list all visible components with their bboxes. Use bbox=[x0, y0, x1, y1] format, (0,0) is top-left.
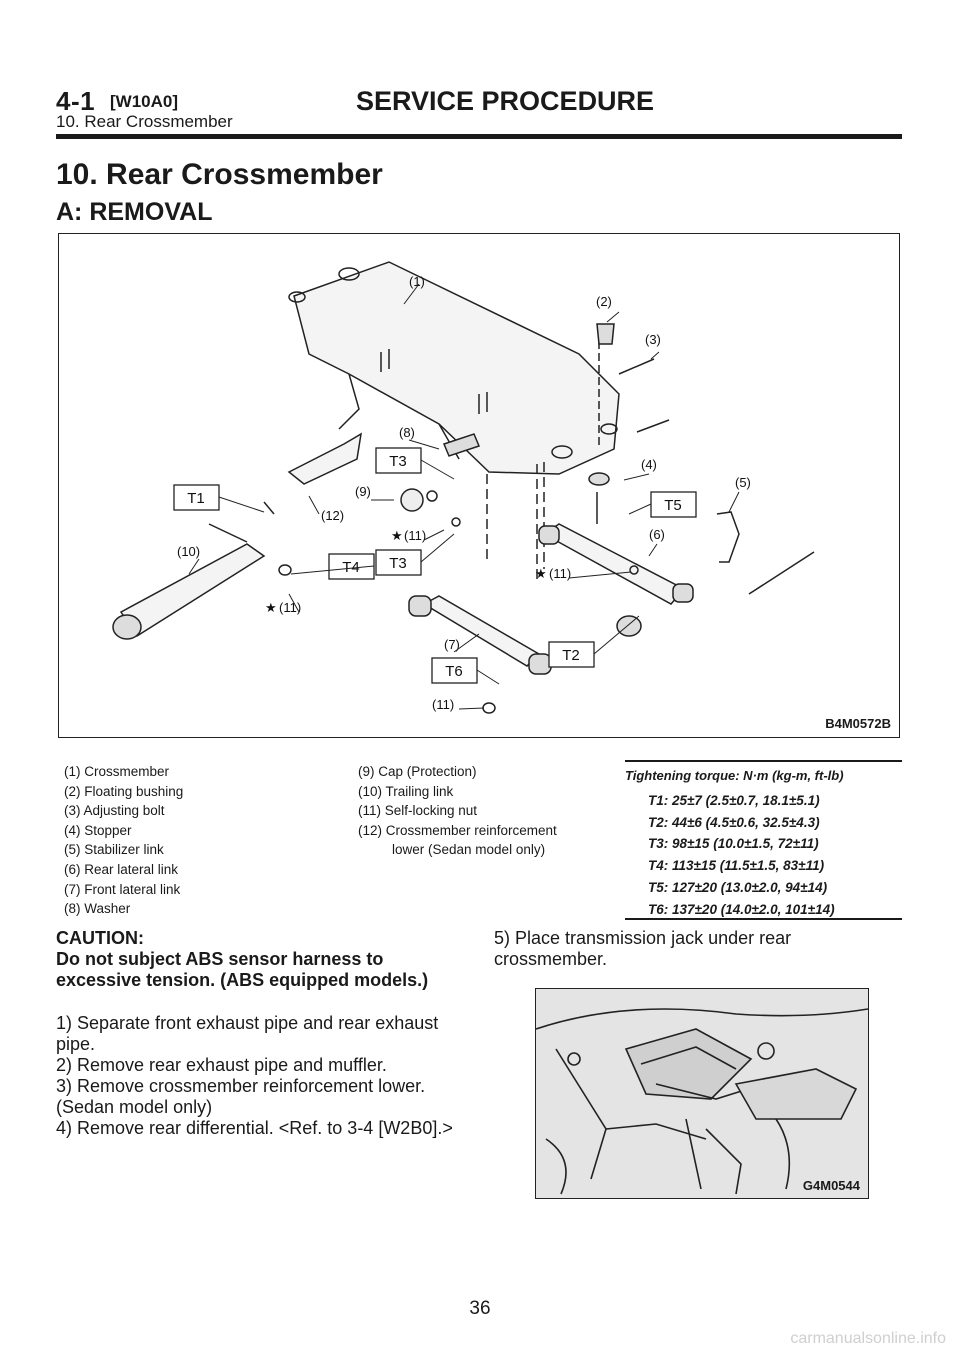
torque-tag-t3: T3 bbox=[389, 453, 407, 470]
step-1: 1) Separate front exhaust pipe and rear … bbox=[56, 1013, 439, 1054]
callout-10: (10) bbox=[177, 544, 200, 559]
legend-item: (10) Trailing link bbox=[358, 783, 454, 799]
legend-item: (5) Stabilizer link bbox=[64, 842, 164, 858]
torque-tag-t2: T2 bbox=[562, 647, 580, 664]
header-subtitle: 10. Rear Crossmember bbox=[56, 112, 233, 131]
legend-item: lower (Sedan model only) bbox=[392, 842, 546, 858]
legend-item: (7) Front lateral link bbox=[64, 881, 181, 897]
callout-3: (3) bbox=[645, 332, 661, 347]
callout-12: (12) bbox=[321, 508, 344, 523]
callout-8: (8) bbox=[399, 425, 415, 440]
legend-item: (8) Washer bbox=[64, 901, 131, 917]
torque-values: T1: 25±7 (2.5±0.7, 18.1±5.1) T2: 44±6 (4… bbox=[648, 790, 835, 920]
header-title: SERVICE PROCEDURE bbox=[356, 86, 655, 116]
legend-item: (6) Rear lateral link bbox=[64, 861, 179, 877]
section-number: 4-1 bbox=[56, 86, 96, 116]
torque-tag-t4: T4 bbox=[342, 559, 360, 576]
callout-2: (2) bbox=[596, 294, 612, 309]
legend-item: (11) Self-locking nut bbox=[358, 803, 478, 819]
torque-value-t5: T5: 127±20 (13.0±2.0, 94±14) bbox=[648, 879, 828, 895]
torque-tag-t5: T5 bbox=[664, 497, 682, 514]
callout-6: (6) bbox=[649, 527, 665, 542]
caution-label: CAUTION: bbox=[56, 928, 144, 948]
sub-heading: A: REMOVAL bbox=[56, 198, 213, 226]
header-rule bbox=[56, 134, 902, 139]
legend-item: (4) Stopper bbox=[64, 822, 132, 838]
torque-heading: Tightening torque: N·m (kg-m, ft-lb) bbox=[625, 768, 844, 783]
callout-11-b: (11) bbox=[404, 528, 426, 543]
caution-note: CAUTION: Do not subject ABS sensor harne… bbox=[56, 928, 466, 991]
legend-item: (1) Crossmember bbox=[64, 764, 170, 779]
step-3: 3) Remove crossmember reinforcement lowe… bbox=[56, 1076, 426, 1117]
star-icon: ★ ★ ★ bbox=[265, 528, 547, 615]
legend-item: (2) Floating bushing bbox=[64, 783, 184, 799]
page-heading: 10. Rear Crossmember bbox=[56, 158, 383, 191]
torque-value-t3: T3: 98±15 (10.0±1.5, 72±11) bbox=[648, 836, 819, 852]
callout-11-c: (11) bbox=[549, 566, 571, 581]
figure2-code: G4M0544 bbox=[800, 1178, 862, 1193]
callout-11: (11) bbox=[279, 600, 301, 615]
svg-text:★: ★ bbox=[535, 566, 547, 581]
torque-value-t4: T4: 113±15 (11.5±1.5, 83±11) bbox=[648, 858, 825, 874]
crossmember-diagram: T1 T2 T3 T3 T4 T5 T6 (1) (2) (3) (4) (5)… bbox=[58, 233, 900, 738]
procedure-steps: 1) Separate front exhaust pipe and rear … bbox=[56, 1013, 466, 1139]
page-number: 36 bbox=[469, 1298, 491, 1319]
torque-tag-t3-lower: T3 bbox=[389, 555, 407, 572]
legend-item: (9) Cap (Protection) bbox=[358, 764, 477, 779]
legend-item: (12) Crossmember reinforcement bbox=[358, 822, 557, 838]
legend-item: (3) Adjusting bolt bbox=[64, 803, 165, 819]
svg-text:★: ★ bbox=[265, 600, 277, 615]
callout-1: (1) bbox=[409, 274, 425, 289]
figure1-code: B4M0572B bbox=[825, 716, 891, 731]
step-5: 5) Place transmission jack under rear cr… bbox=[494, 928, 792, 969]
torque-tag-t6: T6 bbox=[445, 663, 463, 680]
callout-4: (4) bbox=[641, 457, 657, 472]
transmission-jack-drawing bbox=[536, 989, 868, 1198]
crossmember-drawing: T1 T2 T3 T3 T4 T5 T6 (1) (2) (3) (4) (5)… bbox=[112, 261, 815, 714]
legend-column-1: (1) Crossmember (2) Floating bushing (3)… bbox=[64, 762, 183, 919]
callouts: (1) (2) (3) (4) (5) (6) (7) (8) (9) (10)… bbox=[177, 274, 751, 712]
legend-column-2: (9) Cap (Protection) (10) Trailing link … bbox=[358, 762, 557, 860]
torque-value-t2: T2: 44±6 (4.5±0.6, 32.5±4.3) bbox=[648, 814, 820, 830]
callout-7: (7) bbox=[444, 637, 460, 652]
torque-top-rule bbox=[625, 760, 902, 762]
callout-9: (9) bbox=[355, 484, 371, 499]
caution-text: Do not subject ABS sensor harness to exc… bbox=[56, 949, 429, 990]
torque-value-t1: T1: 25±7 (2.5±0.7, 18.1±5.1) bbox=[648, 793, 820, 808]
transmission-jack-photo: G4M0544 bbox=[535, 988, 869, 1199]
step-2: 2) Remove rear exhaust pipe and muffler. bbox=[56, 1055, 387, 1075]
svg-text:★: ★ bbox=[391, 528, 403, 543]
section-code: [W10A0] bbox=[110, 92, 179, 111]
torque-bottom-rule bbox=[625, 918, 902, 920]
watermark[interactable]: carmanualsonline.info bbox=[790, 1330, 946, 1347]
step-4: 4) Remove rear differential. <Ref. to 3-… bbox=[56, 1118, 453, 1138]
callout-11-d: (11) bbox=[432, 697, 454, 712]
torque-tag-t1: T1 bbox=[187, 490, 205, 507]
torque-value-t6: T6: 137±20 (14.0±2.0, 101±14) bbox=[648, 901, 835, 917]
callout-5: (5) bbox=[735, 475, 751, 490]
torque-tags: T1 T2 T3 T3 T4 T5 T6 bbox=[187, 453, 682, 680]
